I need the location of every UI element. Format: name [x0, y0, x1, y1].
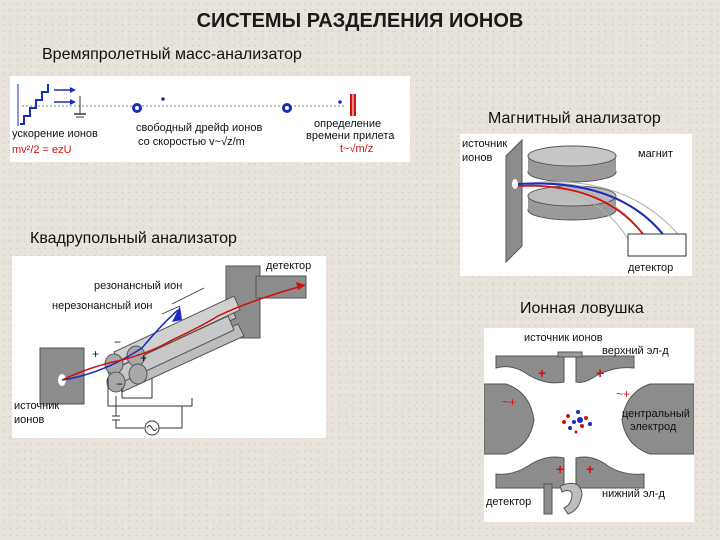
- tof-equation: mv²/2 = ezU: [12, 144, 72, 156]
- page-title: СИСТЕМЫ РАЗДЕЛЕНИЯ ИОНОВ: [196, 10, 524, 32]
- magnetic-source-label-1: источник: [462, 138, 508, 150]
- tof-heading: Времяпролетный масс-анализатор: [42, 46, 302, 63]
- magnetic-blue-path: [517, 182, 667, 239]
- svg-text:+: +: [556, 461, 564, 477]
- quadrupole-nonresonant-label: нерезонансный ион: [52, 300, 153, 312]
- quadrupole-detector-label: детектор: [266, 260, 312, 272]
- trap-ion-cloud: [562, 410, 592, 434]
- svg-text:~+: ~+: [502, 395, 516, 409]
- trap-central-electrode-left: [484, 383, 535, 455]
- svg-text:+: +: [596, 365, 604, 381]
- trap-central-label-2: электрод: [630, 421, 677, 433]
- trap-upper-label: верхний эл-д: [602, 345, 669, 357]
- quadrupole-source-label-1: источник: [14, 400, 60, 412]
- svg-text:+: +: [586, 461, 594, 477]
- quadrupole-drawing: + − + −: [39, 265, 307, 436]
- svg-text:+: +: [92, 347, 99, 361]
- trap-drawing: + + ~+ ~+ + +: [484, 351, 694, 515]
- trap-diagram: + + ~+ ~+ + + источник ионов верхний эл-…: [484, 328, 694, 522]
- quadrupole-source-label-2: ионов: [14, 414, 45, 426]
- quadrupole-red-path: [61, 285, 303, 381]
- tof-accel-steps: [20, 84, 49, 125]
- trap-central-label-1: центральный: [622, 408, 690, 420]
- tof-arrival-formula: t~√m/z: [340, 143, 374, 155]
- trap-source-slot: [557, 351, 583, 358]
- quadrupole-blue-path: [61, 309, 179, 381]
- magnetic-magnet-label: магнит: [638, 148, 673, 160]
- trap-detector-label: детектор: [486, 496, 532, 508]
- svg-text:−: −: [114, 335, 121, 349]
- magnetic-source-label-2: ионов: [462, 152, 493, 164]
- magnetic-diagram: источник ионов магнит детектор: [460, 134, 692, 276]
- trap-upper-electrode: [495, 355, 565, 384]
- magnetic-drawing: [505, 138, 687, 264]
- trap-source-label: источник ионов: [524, 332, 603, 344]
- svg-text:−: −: [116, 377, 123, 391]
- quadrupole-resonant-label: резонансный ион: [94, 280, 183, 292]
- trap-central-electrode-right: [621, 383, 694, 455]
- magnetic-heading: Магнитный анализатор: [488, 110, 661, 127]
- quadrupole-diagram: + − + − детектор резонансный ион нерезон…: [12, 256, 326, 438]
- trap-lower-label: нижний эл-д: [602, 488, 665, 500]
- tof-arrival-label-1: определение: [314, 118, 382, 130]
- tof-arrival-label-2: времени прилета: [306, 130, 395, 142]
- svg-text:~+: ~+: [616, 387, 630, 401]
- tof-drawing: [17, 84, 356, 126]
- magnetic-detector-label: детектор: [628, 262, 674, 274]
- tof-diagram: ускорение ионов mv²/2 = ezU свободный др…: [10, 76, 410, 162]
- tof-drift-label-1: свободный дрейф ионов: [136, 122, 263, 134]
- magnetic-detector: [627, 233, 687, 257]
- tof-ion-2: [161, 97, 165, 101]
- svg-text:+: +: [538, 365, 546, 381]
- magnetic-source-plate: [505, 138, 523, 264]
- magnetic-red-path: [517, 184, 651, 245]
- svg-text:+: +: [140, 351, 147, 365]
- trap-detector-plate: [543, 483, 553, 515]
- tof-acceleration-label: ускорение ионов: [12, 128, 98, 140]
- tof-drift-label-2: со скоростью v~√z/m: [138, 136, 245, 148]
- trap-heading: Ионная ловушка: [520, 300, 644, 317]
- trap-lower-electrode: [495, 456, 565, 489]
- quadrupole-heading: Квадрупольный анализатор: [30, 230, 237, 247]
- tof-ion-4: [338, 100, 342, 104]
